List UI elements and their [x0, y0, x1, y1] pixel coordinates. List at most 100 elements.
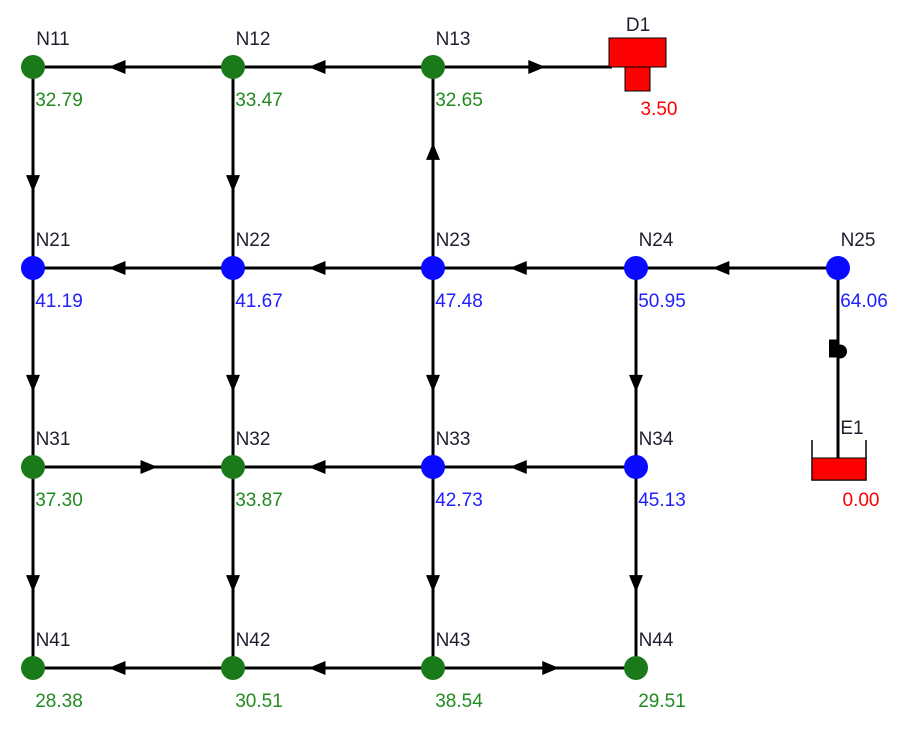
node-name: N33: [436, 429, 471, 450]
flow-arrow-icon: [308, 661, 326, 675]
pipe-n24-n34: [629, 268, 643, 467]
junction-icon[interactable]: [421, 55, 445, 79]
node-n24[interactable]: N24 50.95: [624, 230, 686, 312]
pipe-n34-n33: [433, 460, 636, 474]
pipe-n33-n43: [426, 467, 440, 668]
e1-reservoir[interactable]: E1 0.00: [811, 418, 880, 511]
special-value: 0.00: [843, 490, 880, 511]
junction-icon[interactable]: [624, 256, 648, 280]
pipe-n43-n44: [433, 661, 636, 675]
junction-icon[interactable]: [221, 656, 245, 680]
pipe-n23-n33: [426, 268, 440, 467]
flow-arrow-icon: [140, 460, 158, 474]
flow-arrow-icon: [308, 460, 326, 474]
node-value: 30.51: [235, 691, 283, 712]
node-value: 41.67: [235, 291, 283, 312]
pipe-n22-n32: [226, 268, 240, 467]
flow-arrow-icon: [108, 60, 126, 74]
node-value: 38.54: [435, 691, 483, 712]
node-value: 50.95: [638, 291, 686, 312]
pipe-n13-d1: [433, 60, 612, 74]
node-name: N23: [436, 230, 471, 251]
flow-arrow-icon: [542, 661, 560, 675]
node-value: 32.79: [35, 90, 83, 111]
pump-icon: [829, 339, 847, 359]
node-name: N34: [639, 429, 674, 450]
pipe-n12-n22: [226, 67, 240, 268]
flow-arrow-icon: [426, 142, 440, 160]
node-name: N25: [841, 230, 876, 251]
junction-icon[interactable]: [826, 256, 850, 280]
node-value: 29.51: [638, 691, 686, 712]
flow-arrow-icon: [226, 175, 240, 193]
flow-arrow-icon: [26, 175, 40, 193]
node-value: 33.47: [235, 90, 283, 111]
reservoir-water-icon: [811, 457, 867, 481]
pipe-n42-n41: [33, 661, 233, 675]
junction-icon[interactable]: [221, 55, 245, 79]
node-name: N31: [36, 429, 71, 450]
node-n41[interactable]: N41 28.38: [21, 630, 83, 712]
pipe-e1-n25: [829, 268, 847, 458]
pipe-n34-n44: [629, 467, 643, 668]
junction-icon[interactable]: [421, 656, 445, 680]
flow-arrow-icon: [26, 575, 40, 593]
pipe-n22-n21: [33, 261, 233, 275]
special-name: D1: [626, 15, 650, 36]
junction-icon[interactable]: [21, 455, 45, 479]
node-n21[interactable]: N21 41.19: [21, 230, 83, 312]
node-name: N13: [436, 29, 471, 50]
node-value: 33.87: [235, 490, 283, 511]
flow-arrow-icon: [226, 374, 240, 392]
junction-icon[interactable]: [21, 55, 45, 79]
junction-icon[interactable]: [21, 656, 45, 680]
pipe-n12-n11: [33, 60, 233, 74]
node-name: N41: [36, 630, 71, 651]
d1-demand[interactable]: D13.50: [608, 15, 677, 120]
junction-icon[interactable]: [624, 455, 648, 479]
node-value: 28.38: [35, 691, 83, 712]
node-name: N21: [36, 230, 71, 251]
node-value: 37.30: [35, 490, 83, 511]
flow-arrow-icon: [426, 575, 440, 593]
special-name: E1: [840, 418, 863, 439]
junction-icon[interactable]: [421, 455, 445, 479]
node-value: 41.19: [35, 291, 83, 312]
demand-bottom-icon: [624, 66, 651, 92]
flow-arrow-icon: [308, 261, 326, 275]
junction-icon[interactable]: [421, 256, 445, 280]
junction-icon[interactable]: [624, 656, 648, 680]
flow-arrow-icon: [226, 575, 240, 593]
junction-icon[interactable]: [221, 256, 245, 280]
node-n31[interactable]: N31 37.30: [21, 429, 83, 511]
flow-arrow-icon: [509, 261, 527, 275]
node-value: 42.73: [435, 490, 483, 511]
pipe-n25-n24: [636, 261, 838, 275]
pipe-n33-n32: [233, 460, 433, 474]
junction-icon[interactable]: [221, 455, 245, 479]
pump-outlet: [829, 339, 838, 358]
flow-arrow-icon: [509, 460, 527, 474]
junction-icon[interactable]: [21, 256, 45, 280]
pipe-n31-n32: [33, 460, 233, 474]
pipe-n32-n42: [226, 467, 240, 668]
pipe-n23-n22: [233, 261, 433, 275]
pipe-n24-n23: [433, 261, 636, 275]
flow-arrow-icon: [426, 374, 440, 392]
node-n33[interactable]: N33 42.73: [421, 429, 483, 511]
node-name: N24: [639, 230, 674, 251]
